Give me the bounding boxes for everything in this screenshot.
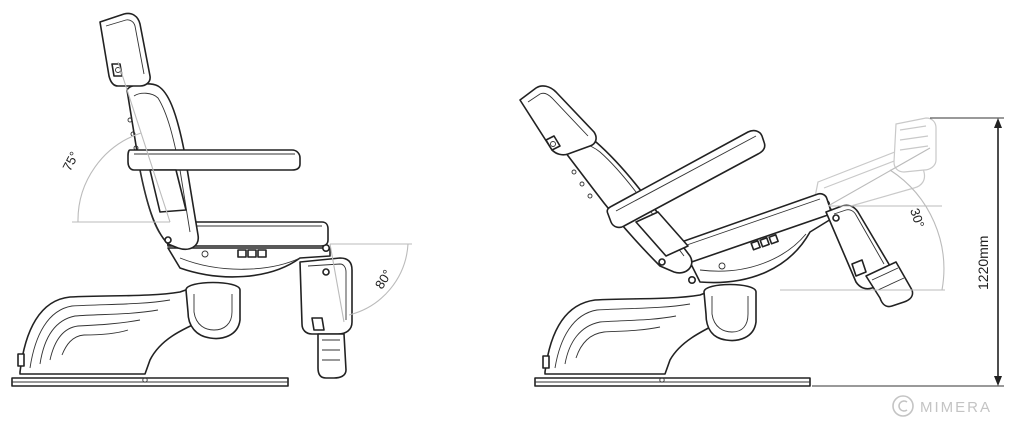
height-dimension: 1220mm — [812, 117, 1004, 387]
watermark-brand: MIMERA — [920, 399, 992, 416]
right-seat-mechanism — [687, 200, 837, 284]
right-legrest — [825, 204, 914, 308]
left-backrest — [99, 12, 200, 251]
watermark: MIMERA — [892, 395, 992, 417]
right-chair-view: 30° 1220mm — [519, 85, 1004, 387]
right-legrest-angle-guide: 30° — [780, 147, 945, 291]
left-seat — [164, 221, 329, 247]
legrest-angle-label-right: 30° — [907, 206, 927, 229]
right-base — [534, 283, 811, 387]
right-seat — [669, 192, 832, 267]
left-armrest — [127, 149, 301, 213]
right-armrest — [606, 129, 766, 257]
left-chair-view: 75° 80° — [11, 12, 412, 387]
copyright-icon — [892, 395, 914, 417]
height-dimension-label: 1220mm — [975, 236, 991, 290]
left-legrest — [299, 257, 353, 379]
backrest-angle-label: 75° — [59, 149, 81, 173]
left-base — [11, 281, 289, 387]
right-legrest-raised-ghost — [799, 117, 937, 214]
left-legrest-angle-guide: 80° — [329, 243, 412, 323]
